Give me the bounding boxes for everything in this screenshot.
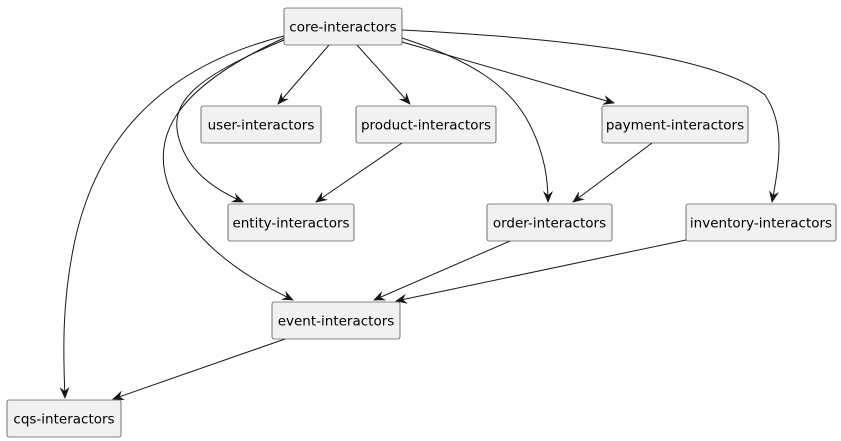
- edge-core-to-product: [356, 44, 411, 105]
- edge-inventory-to-event: [395, 239, 687, 304]
- node-event[interactable]: event-interactors: [271, 301, 401, 340]
- node-inventory[interactable]: inventory-interactors: [685, 203, 837, 242]
- node-payment-label: payment-interactors: [606, 118, 744, 134]
- node-event-label: event-interactors: [278, 314, 395, 330]
- edge-order-to-event: [373, 240, 511, 301]
- node-product[interactable]: product-interactors: [355, 105, 497, 144]
- node-order-label: order-interactors: [493, 216, 606, 232]
- node-payment[interactable]: payment-interactors: [601, 105, 749, 144]
- edge-core-to-user: [277, 44, 330, 105]
- edge-event-to-cqs: [112, 338, 286, 401]
- edge-core-to-entity: [176, 39, 285, 203]
- edge-product-to-entity: [315, 142, 403, 203]
- nodes: core-interactors user-interactors produc…: [6, 7, 837, 438]
- node-core[interactable]: core-interactors: [283, 7, 403, 46]
- node-cqs-label: cqs-interactors: [13, 412, 114, 428]
- node-user[interactable]: user-interactors: [200, 105, 322, 144]
- node-cqs[interactable]: cqs-interactors: [6, 399, 122, 438]
- edge-core-to-order: [401, 37, 553, 203]
- node-entity[interactable]: entity-interactors: [227, 203, 355, 242]
- node-entity-label: entity-interactors: [232, 216, 349, 232]
- edge-payment-to-order: [572, 142, 653, 203]
- node-inventory-label: inventory-interactors: [690, 216, 832, 232]
- edge-core-to-cqs: [59, 35, 285, 399]
- edge-core-to-payment: [401, 41, 615, 105]
- node-user-label: user-interactors: [208, 118, 315, 134]
- node-product-label: product-interactors: [361, 118, 491, 134]
- edge-core-to-inventory: [401, 29, 780, 203]
- edges: [59, 29, 780, 401]
- edge-core-to-event: [162, 37, 294, 301]
- node-core-label: core-interactors: [289, 20, 396, 36]
- node-order[interactable]: order-interactors: [486, 203, 613, 242]
